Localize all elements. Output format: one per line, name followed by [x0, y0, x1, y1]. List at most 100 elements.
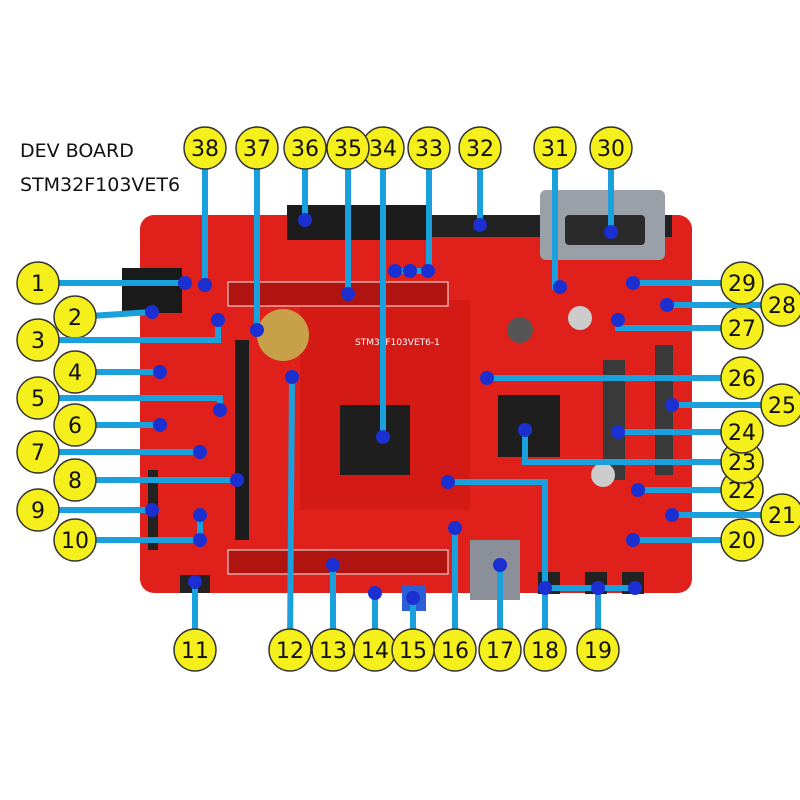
gpio-header-top: [227, 281, 449, 307]
callout-number-17: 17: [486, 639, 514, 664]
callout-number-25: 25: [768, 394, 796, 419]
callout-dot-9: [145, 503, 159, 517]
callout-number-3: 3: [31, 329, 45, 354]
callout-number-6: 6: [68, 414, 82, 439]
callout-dot-19: [591, 581, 605, 595]
callout-dot-32: [473, 218, 487, 232]
callout-badge-21: [760, 493, 800, 537]
callout-badge-37: [235, 126, 279, 170]
callout-number-10: 10: [61, 529, 89, 554]
inductor: [507, 317, 533, 343]
callout-badge-5: [16, 376, 60, 420]
callout-number-31: 31: [541, 137, 569, 162]
callout-dot-6: [153, 418, 167, 432]
callout-dot-28: [660, 298, 674, 312]
callout-dot-15: [406, 591, 420, 605]
callout-number-28: 28: [768, 294, 796, 319]
callout-dot-1: [178, 276, 192, 290]
callout-number-2: 2: [68, 306, 82, 331]
callout-badge-36: [283, 126, 327, 170]
callout-number-30: 30: [597, 137, 625, 162]
callout-badge-7: [16, 430, 60, 474]
lcd-connector-1: [603, 360, 625, 480]
callout-dot-37: [250, 323, 264, 337]
callout-dot-22: [631, 483, 645, 497]
callout-dot-24: [611, 425, 625, 439]
sd-card-slot: [470, 540, 520, 600]
callout-badge-33: [407, 126, 451, 170]
callout-badge-17: [478, 628, 522, 672]
callout-dot-19: [628, 581, 642, 595]
callout-number-14: 14: [361, 639, 389, 664]
callout-leader-19: [545, 585, 635, 650]
callout-badge-16: [433, 628, 477, 672]
callout-leader-12: [287, 376, 295, 651]
callout-badge-19: [576, 628, 620, 672]
callout-dot-27: [611, 313, 625, 327]
callout-dot-30: [604, 225, 618, 239]
callout-number-19: 19: [584, 639, 612, 664]
callout-badge-3: [16, 318, 60, 362]
callout-number-21: 21: [768, 504, 796, 529]
callout-number-12: 12: [276, 639, 304, 664]
callout-dot-26: [480, 371, 494, 385]
callout-dot-34: [376, 430, 390, 444]
callout-dot-36: [298, 213, 312, 227]
callout-badge-1: [16, 261, 60, 305]
callout-badge-32: [458, 126, 502, 170]
callout-dot-20: [626, 533, 640, 547]
callout-dot-17: [493, 558, 507, 572]
callout-number-27: 27: [728, 317, 756, 342]
callout-badge-10: [53, 518, 97, 562]
callout-number-37: 37: [243, 137, 271, 162]
callout-number-4: 4: [68, 361, 82, 386]
callout-dot-25: [665, 398, 679, 412]
callout-leader-23: [522, 430, 742, 465]
callout-number-36: 36: [291, 137, 319, 162]
callout-number-9: 9: [31, 499, 45, 524]
capacitor: [568, 306, 592, 330]
callout-number-16: 16: [441, 639, 469, 664]
callout-number-32: 32: [466, 137, 494, 162]
lcd-side-header: [235, 340, 249, 540]
callout-dot-38: [198, 278, 212, 292]
callout-badge-29: [720, 261, 764, 305]
callout-badge-6: [53, 403, 97, 447]
callout-badge-38: [183, 126, 227, 170]
callout-badge-11: [173, 628, 217, 672]
callout-number-7: 7: [31, 441, 45, 466]
callout-dot-8: [230, 473, 244, 487]
callout-number-33: 33: [415, 137, 443, 162]
callout-badge-20: [720, 518, 764, 562]
board-silk-label: STM32F103VET6-1: [355, 338, 440, 348]
stm32-mcu: [340, 405, 410, 475]
callout-dot-31: [553, 280, 567, 294]
callout-dot-21: [665, 508, 679, 522]
callout-dot-4: [153, 365, 167, 379]
callout-badge-26: [720, 356, 764, 400]
callout-badge-18: [523, 628, 567, 672]
callout-number-11: 11: [181, 639, 209, 664]
callout-dot-2: [145, 305, 159, 319]
callout-badge-28: [760, 283, 800, 327]
callout-dot-10: [193, 508, 207, 522]
callout-number-24: 24: [728, 421, 756, 446]
callout-badge-12: [268, 628, 312, 672]
callout-badge-9: [16, 488, 60, 532]
callout-number-15: 15: [399, 639, 427, 664]
callout-dot-33: [403, 264, 417, 278]
title-line-1: DEV BOARD: [20, 140, 134, 162]
callout-badge-35: [326, 126, 370, 170]
callout-dot-11: [188, 575, 202, 589]
callout-number-29: 29: [728, 272, 756, 297]
callout-number-13: 13: [319, 639, 347, 664]
callout-number-1: 1: [31, 272, 45, 297]
callout-number-34: 34: [369, 137, 397, 162]
callout-dot-10: [193, 533, 207, 547]
callout-number-35: 35: [334, 137, 362, 162]
callout-badge-31: [533, 126, 577, 170]
callout-dot-12: [285, 370, 299, 384]
